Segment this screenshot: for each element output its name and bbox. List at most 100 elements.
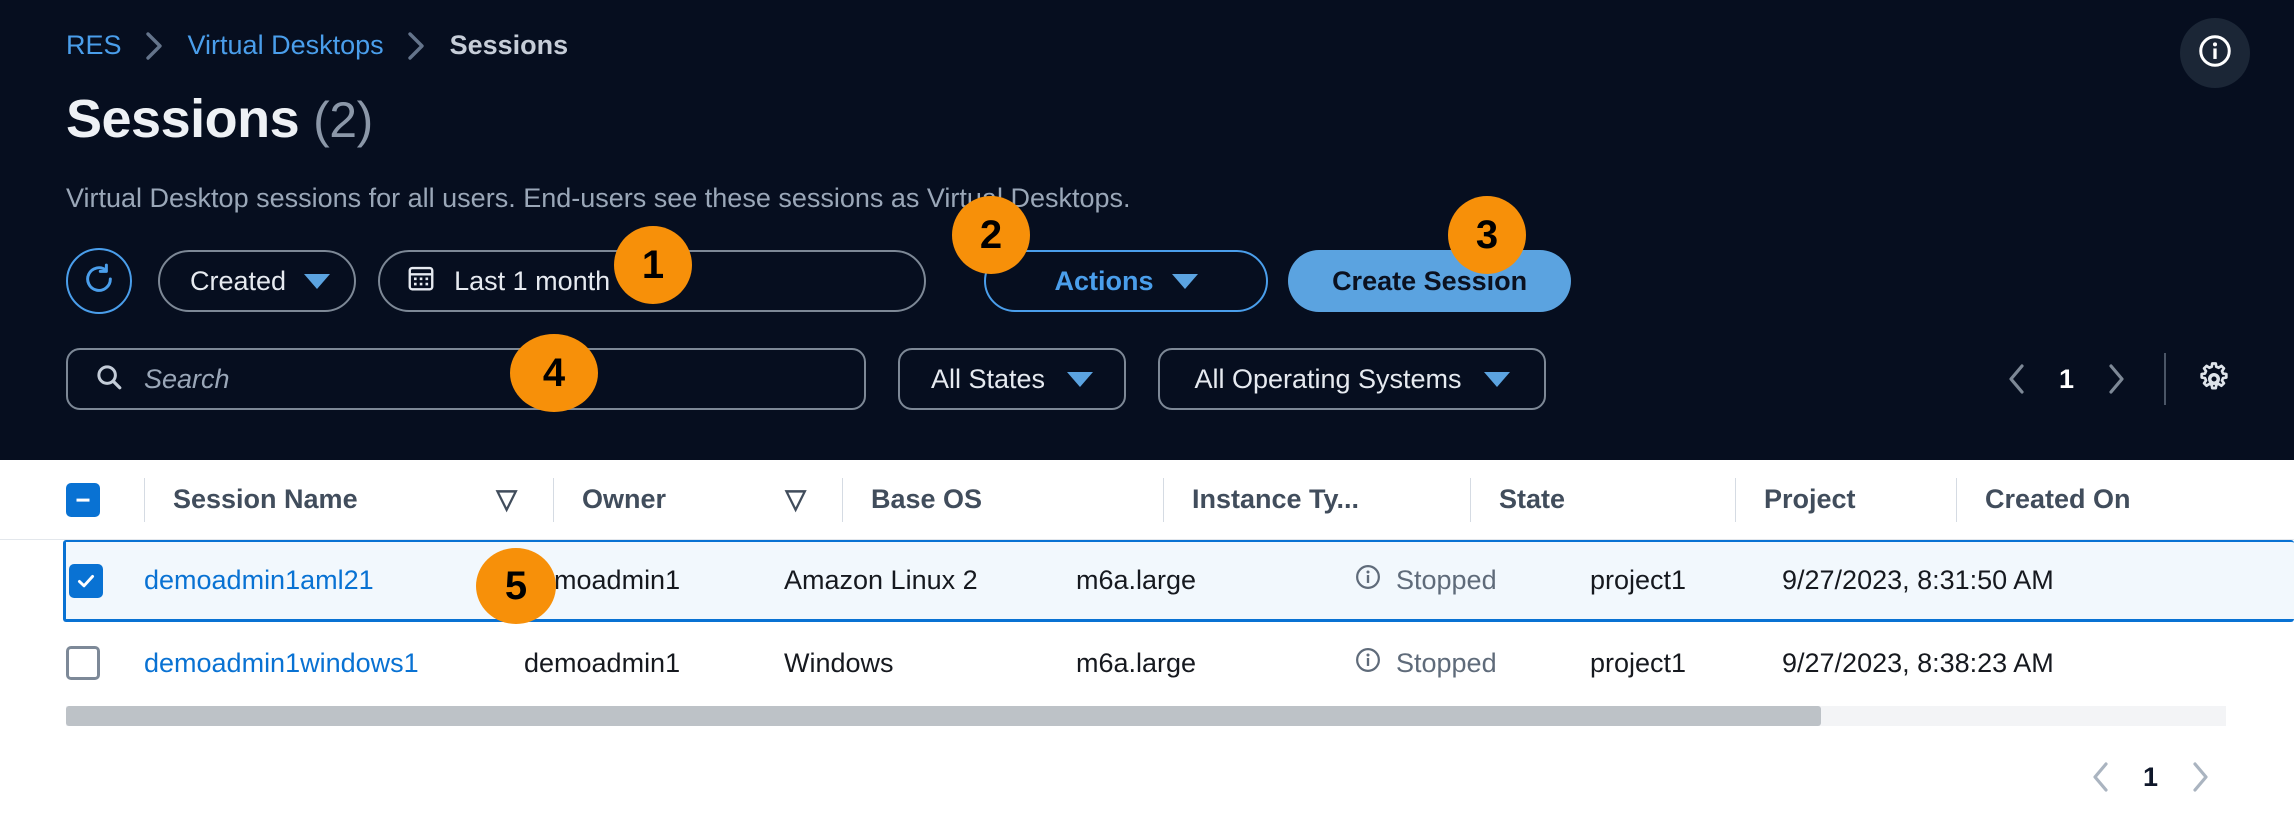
- calendar-icon: [406, 263, 436, 300]
- date-range-label: Last 1 month: [454, 265, 611, 296]
- column-divider: [1735, 477, 1736, 522]
- chevron-down-icon: [304, 273, 331, 289]
- cell-state: Stopped: [1354, 646, 1590, 681]
- horizontal-scrollbar[interactable]: [66, 706, 2226, 726]
- page-title-count: (2): [313, 92, 373, 148]
- table-settings-button[interactable]: [2194, 360, 2234, 398]
- column-header-label: Created On: [1985, 484, 2131, 514]
- cell-session-name: demoadmin1aml21: [144, 565, 524, 596]
- chevron-down-icon: [1067, 371, 1094, 387]
- actions-label: Actions: [1054, 265, 1154, 296]
- checkbox-indeterminate-icon: [66, 482, 100, 517]
- column-divider: [1470, 477, 1471, 522]
- cell-created-on: 9/27/2023, 8:31:50 AM: [1782, 565, 2054, 595]
- breadcrumb-separator-icon-2: [406, 31, 428, 61]
- cell-project: project1: [1590, 565, 1687, 595]
- states-filter-dropdown[interactable]: All States: [898, 348, 1126, 410]
- page-description: Virtual Desktop sessions for all users. …: [66, 183, 1131, 213]
- chevron-right-icon: [2193, 762, 2208, 792]
- create-session-button[interactable]: Create Session: [1288, 250, 1572, 312]
- info-circle-icon: [2197, 33, 2233, 74]
- pagination-next-button[interactable]: [2180, 760, 2220, 794]
- column-divider: [144, 477, 145, 522]
- column-header-label: State: [1499, 484, 1566, 514]
- table-header-row: Session Name ▽ Owner ▽ Base OS Instance …: [0, 460, 2294, 540]
- cell-owner: demoadmin1: [524, 647, 681, 678]
- cell-instance-type: m6a.large: [1076, 647, 1197, 678]
- refresh-icon: [82, 262, 116, 301]
- gear-icon: [2200, 362, 2228, 390]
- search-placeholder: Search: [144, 363, 230, 394]
- bottom-pagination: 1: [2081, 760, 2220, 794]
- checkbox-unchecked-icon: [66, 646, 100, 680]
- page-header-region: RES Virtual Desktops Sessions Sessions: [66, 18, 2250, 410]
- column-header-session-name[interactable]: Session Name ▽: [173, 484, 553, 515]
- callout-badge-3: 3: [1448, 196, 1526, 274]
- top-pagination: 1: [1997, 348, 2234, 410]
- toolbar-filters: Search All States All Operating Systems: [66, 348, 1546, 410]
- column-header-label: Session Name: [173, 484, 358, 514]
- chevron-left-icon: [2093, 762, 2108, 792]
- column-header-base-os[interactable]: Base OS: [871, 484, 1163, 515]
- pagination-prev-button[interactable]: [2081, 760, 2121, 794]
- select-all-checkbox[interactable]: [66, 482, 144, 517]
- column-header-label: Owner: [582, 484, 667, 514]
- table-row[interactable]: demoadmin1windows1 demoadmin1 Windows m6…: [0, 622, 2294, 704]
- pagination-current-page[interactable]: 1: [2058, 363, 2074, 394]
- breadcrumb: RES Virtual Desktops Sessions: [66, 30, 568, 61]
- states-filter-label: All States: [930, 363, 1046, 394]
- table-row[interactable]: demoadmin1aml21 demoadmin1 Amazon Linux …: [63, 540, 2294, 622]
- pagination-divider: [2164, 353, 2166, 405]
- actions-dropdown-button[interactable]: Actions: [984, 250, 1269, 312]
- cell-created-on: 9/27/2023, 8:38:23 AM: [1782, 647, 2054, 678]
- session-name-link[interactable]: demoadmin1aml21: [144, 565, 374, 595]
- os-filter-label: All Operating Systems: [1194, 363, 1462, 394]
- info-circle-icon: [1354, 563, 1382, 598]
- callout-badge-1: 1: [614, 226, 692, 304]
- pagination-next-button[interactable]: [2096, 362, 2136, 396]
- column-header-label: Project: [1764, 484, 1856, 514]
- cell-project: project1: [1590, 647, 1687, 678]
- callout-badge-5: 5: [476, 548, 556, 624]
- session-name-link[interactable]: demoadmin1windows1: [144, 647, 419, 678]
- page-title: Sessions (2): [66, 88, 373, 150]
- column-divider: [1956, 477, 1957, 522]
- chevron-left-icon: [2009, 364, 2024, 394]
- column-header-label: Base OS: [871, 484, 983, 514]
- column-header-created-on[interactable]: Created On: [1985, 484, 2294, 515]
- search-input[interactable]: Search: [66, 348, 866, 410]
- info-panel-button[interactable]: [2180, 18, 2250, 88]
- column-divider: [842, 477, 843, 522]
- row-checkbox[interactable]: [66, 646, 144, 680]
- row-checkbox[interactable]: [69, 563, 144, 598]
- cell-instance-type: m6a.large: [1076, 565, 1197, 595]
- breadcrumb-item-res[interactable]: RES: [66, 30, 122, 60]
- column-header-instance-type[interactable]: Instance Ty...: [1192, 484, 1470, 515]
- cell-base-os: Windows: [784, 647, 894, 678]
- callout-badge-4: 4: [510, 334, 598, 412]
- created-filter-label: Created: [190, 265, 287, 296]
- cell-state: Stopped: [1354, 563, 1590, 598]
- refresh-button[interactable]: [66, 248, 132, 314]
- page-title-text: Sessions: [66, 89, 300, 149]
- cell-base-os: Amazon Linux 2: [784, 565, 978, 595]
- breadcrumb-item-virtual-desktops[interactable]: Virtual Desktops: [187, 30, 384, 60]
- chevron-right-icon: [2109, 364, 2124, 394]
- callout-badge-2: 2: [952, 196, 1030, 274]
- column-header-state[interactable]: State: [1499, 484, 1735, 515]
- column-divider: [553, 477, 554, 522]
- search-icon: [94, 362, 124, 397]
- column-header-project[interactable]: Project: [1764, 484, 1956, 515]
- column-header-owner[interactable]: Owner ▽: [582, 484, 842, 515]
- os-filter-dropdown[interactable]: All Operating Systems: [1158, 348, 1546, 410]
- state-label: Stopped: [1396, 565, 1497, 595]
- breadcrumb-separator-icon: [144, 31, 166, 61]
- cell-owner: demoadmin1: [524, 565, 681, 595]
- state-label: Stopped: [1396, 647, 1497, 678]
- scrollbar-thumb[interactable]: [66, 706, 1821, 726]
- pagination-prev-button[interactable]: [1997, 362, 2037, 396]
- chevron-down-icon: [1483, 371, 1510, 387]
- created-filter-dropdown[interactable]: Created: [158, 250, 357, 312]
- pagination-current-page[interactable]: 1: [2142, 761, 2158, 792]
